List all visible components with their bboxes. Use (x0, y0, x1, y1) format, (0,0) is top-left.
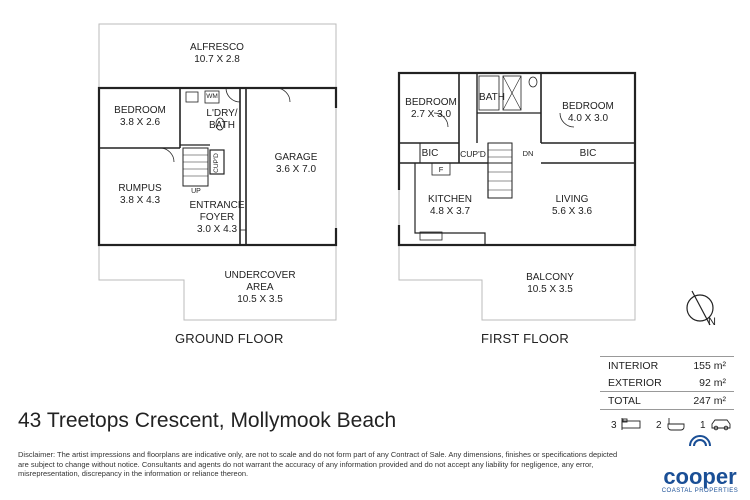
room-size: 10.5 X 3.5 (527, 284, 573, 295)
brand-logo: cooper COASTAL PROPERTIES (655, 456, 745, 495)
room-name: BEDROOM (114, 105, 166, 116)
label-bic-left: BIC (421, 148, 439, 159)
room-kitchen: KITCHEN 4.8 X 3.7 (420, 194, 480, 218)
room-name: LIVING (555, 194, 589, 205)
room-size: 5.6 X 3.6 (551, 206, 593, 217)
room-undercover-area: UNDERCOVER AREA 10.5 X 3.5 (220, 270, 300, 306)
ground-floor-plan (97, 23, 338, 321)
area-value: 155 m² (693, 360, 726, 372)
bedroom-count: 3 (611, 420, 617, 431)
area-row-exterior: EXTERIOR 92 m² (600, 374, 734, 391)
room-name: BATH (479, 92, 505, 103)
room-name: BALCONY (526, 272, 574, 283)
room-bedroom-first-right: BEDROOM 4.0 X 3.0 (558, 101, 618, 125)
room-size: 3.6 X 7.0 (275, 164, 317, 175)
room-bath-first: BATH (477, 92, 507, 104)
room-name: ENTRANCE FOYER (189, 200, 245, 223)
area-row-interior: INTERIOR 155 m² (600, 356, 734, 374)
balcony-area (398, 244, 636, 321)
room-size: 10.5 X 3.5 (237, 294, 283, 305)
room-name: GARAGE (274, 152, 318, 163)
room-garage: GARAGE 3.6 X 7.0 (266, 152, 326, 176)
property-address: 43 Treetops Crescent, Mollymook Beach (18, 409, 397, 432)
brand-name: cooper (663, 464, 737, 489)
label-cupboard-first: CUP'D (460, 149, 486, 159)
car-count: 1 (700, 420, 706, 431)
bathroom-count: 2 (656, 420, 662, 431)
room-name: UNDERCOVER AREA (224, 270, 296, 293)
room-size: 3.0 X 4.3 (196, 224, 238, 235)
room-rumpus: RUMPUS 3.8 X 4.3 (110, 183, 170, 207)
compass-north-label: N (708, 316, 716, 328)
room-name: BEDROOM (405, 97, 457, 108)
first-floor-title: FIRST FLOOR (481, 331, 569, 346)
room-laundry-bath: L'DRY/ BATH (200, 108, 244, 132)
area-row-total: TOTAL 247 m² (600, 391, 734, 410)
room-name: BEDROOM (562, 101, 614, 112)
room-entrance-foyer: ENTRANCE FOYER 3.0 X 4.3 (184, 200, 250, 236)
area-value: 92 m² (699, 377, 726, 389)
area-label: TOTAL (608, 395, 641, 407)
bath-icon (667, 418, 685, 431)
room-size: 4.0 X 3.0 (567, 113, 609, 124)
room-bedroom-first-left: BEDROOM 2.7 X 3.0 (401, 97, 461, 121)
ground-floor-title: GROUND FLOOR (175, 331, 284, 346)
area-label: INTERIOR (608, 360, 659, 372)
first-floor-plan (397, 71, 637, 321)
label-stairs-up: UP (191, 188, 201, 195)
first-outer-walls (397, 71, 637, 247)
label-stairs-down: DN (522, 149, 534, 158)
car-icon (711, 419, 731, 431)
room-size: 10.7 X 2.8 (194, 54, 240, 65)
label-wm: WM (206, 93, 218, 100)
bed-icon (621, 418, 641, 430)
brand-tagline: COASTAL PROPERTIES (661, 488, 739, 494)
room-name: RUMPUS (118, 183, 162, 194)
room-size: 2.7 X 3.0 (410, 109, 452, 120)
compass-icon (686, 290, 714, 326)
label-cupboard-ground: CUP'D (213, 153, 220, 173)
cooper-logo-mark (689, 435, 711, 447)
undercover-area (98, 244, 337, 321)
area-summary-table: INTERIOR 155 m² EXTERIOR 92 m² TOTAL 247… (600, 356, 734, 410)
room-name: ALFRESCO (190, 42, 244, 53)
room-size: 3.8 X 4.3 (119, 195, 161, 206)
room-size: 4.8 X 3.7 (429, 206, 471, 217)
area-label: EXTERIOR (608, 377, 662, 389)
disclaimer-text: Disclaimer: The artist impressions and f… (18, 450, 618, 478)
room-bedroom-ground: BEDROOM 3.8 X 2.6 (110, 105, 170, 129)
room-size: 3.8 X 2.6 (119, 117, 161, 128)
room-living: LIVING 5.6 X 3.6 (542, 194, 602, 218)
label-bic-right: BIC (579, 148, 597, 159)
label-fridge: F (438, 165, 444, 174)
area-value: 247 m² (693, 395, 726, 407)
room-name: KITCHEN (428, 194, 472, 205)
room-balcony: BALCONY 10.5 X 3.5 (520, 272, 580, 296)
room-name: L'DRY/ BATH (206, 108, 238, 131)
room-alfresco: ALFRESCO 10.7 X 2.8 (187, 42, 247, 66)
